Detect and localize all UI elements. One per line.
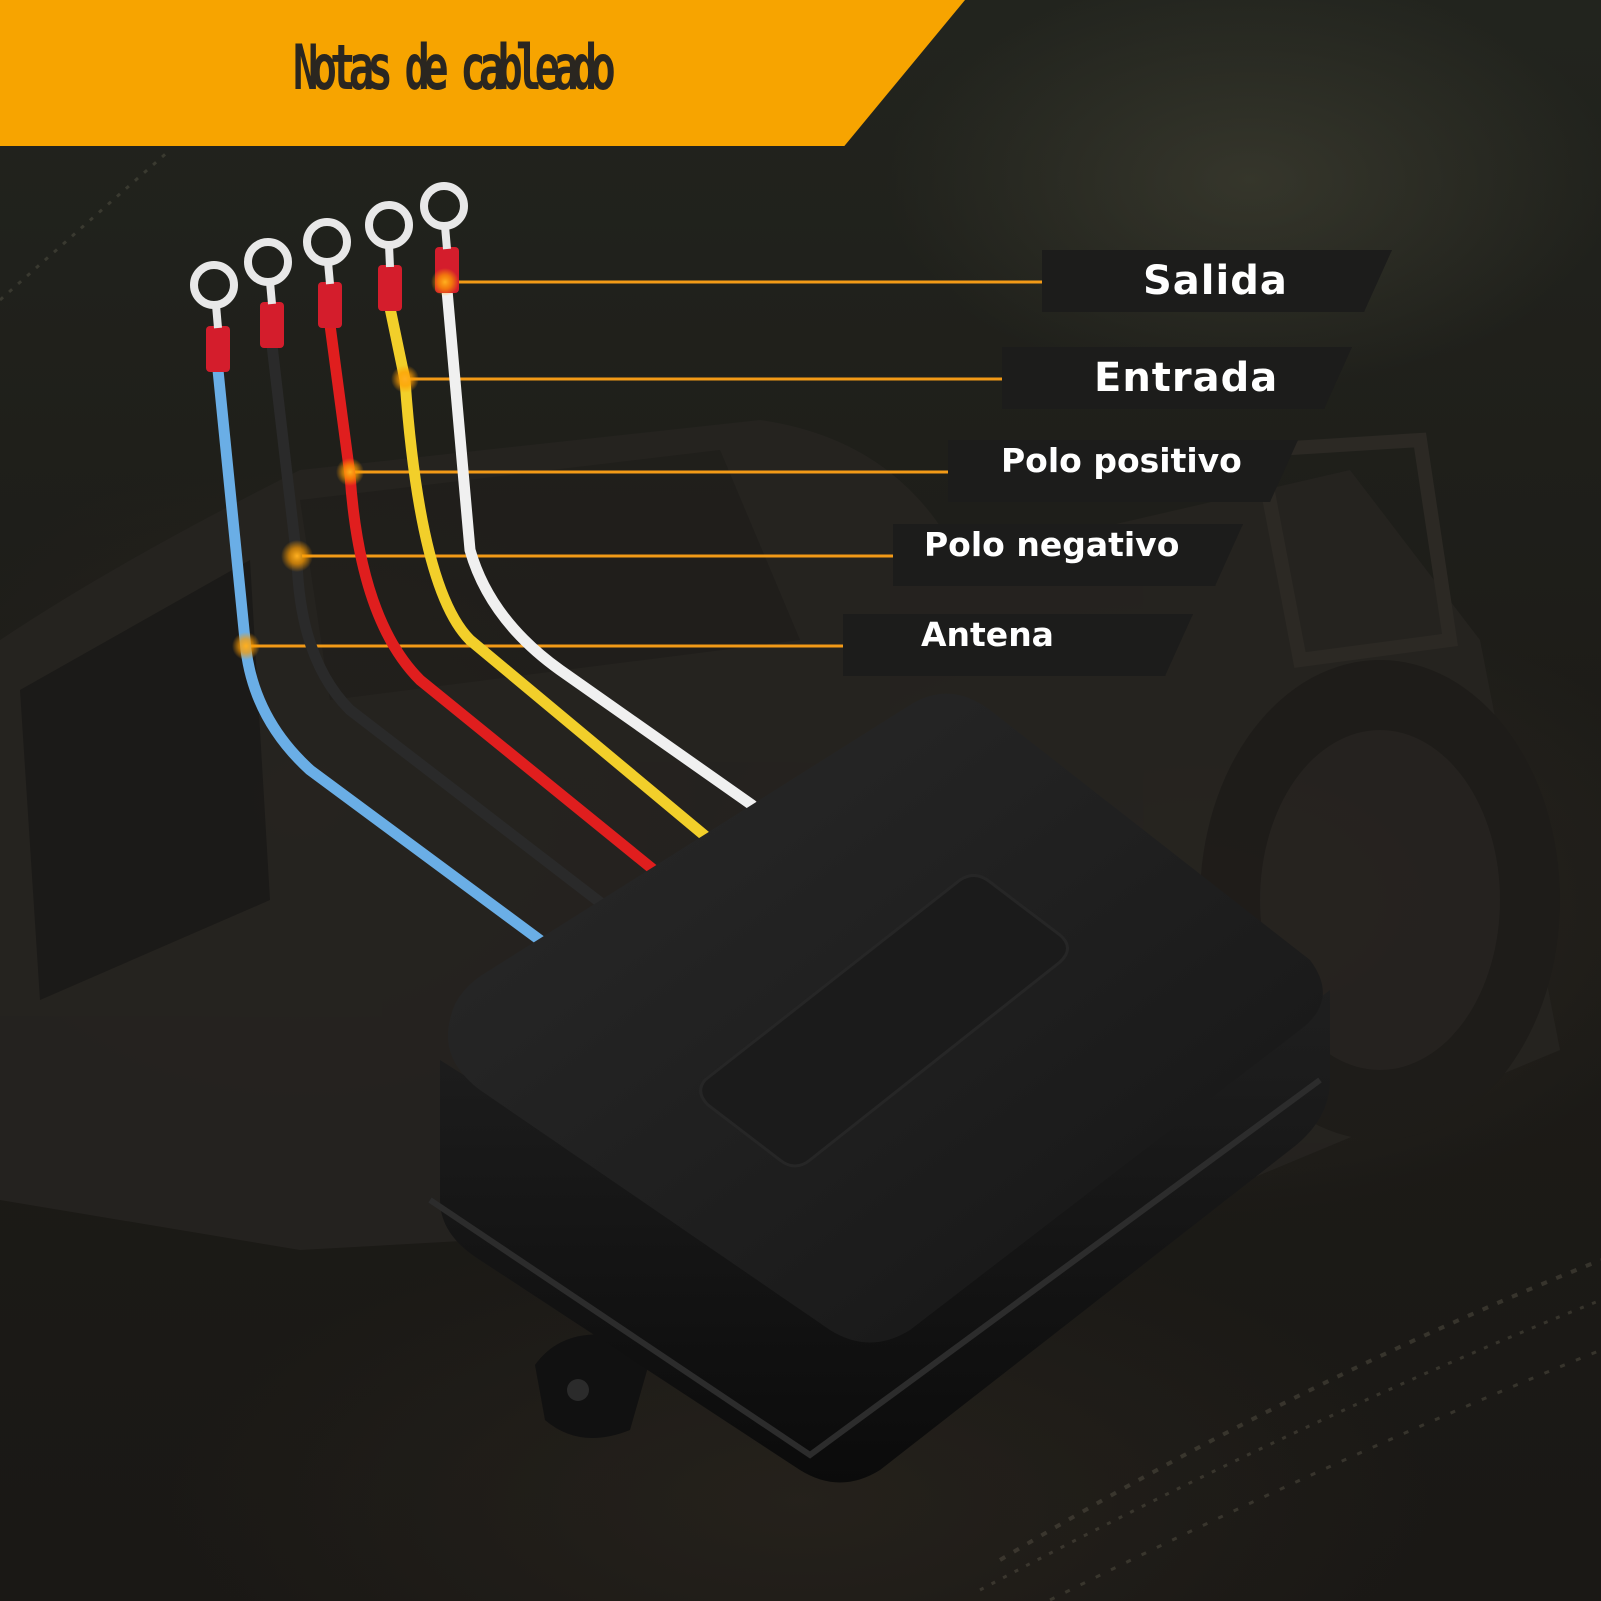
title-banner [0,0,965,146]
glow-marker-polo-positivo [336,458,364,486]
label-polo-negativo [893,524,1243,586]
wire-red [324,319,666,881]
glow-marker-polo-negativo [281,540,313,572]
label-salida [1042,250,1392,312]
ring-terminal-icon [303,218,351,285]
label-entrada [1002,347,1352,409]
label-antena [843,614,1193,676]
glow-marker-entrada [391,365,419,393]
sleeve-yellow [378,265,402,311]
wire-black [266,339,616,916]
ring-terminal-icon [190,261,238,329]
glow-markers [232,268,459,660]
label-antena-text: Antena [921,615,1054,654]
glow-marker-antena [232,632,260,660]
ring-terminal-icon [365,201,413,268]
ring-terminal-icon [420,182,468,250]
wire-white [441,284,758,811]
ring-terminal-icon [244,238,292,305]
sleeve-black [260,302,284,348]
label-polo-negativo-text: Polo negativo [924,525,1180,564]
glow-marker-salida [431,268,459,296]
receiver-box [428,693,1330,1483]
sleeve-blue [206,326,230,372]
sleeve-red [318,282,342,328]
label-salida-text: Salida [1143,258,1288,304]
wire-yellow [384,302,716,846]
label-entrada-text: Entrada [1094,355,1279,401]
label-polo-positivo [948,440,1298,502]
background-mud-spray [0,148,1601,1601]
banner-title: Notas de cableado [293,31,616,104]
label-polo-positivo-text: Polo positivo [1001,441,1242,480]
leader-lines [246,280,1042,648]
ring-terminals [190,182,468,329]
